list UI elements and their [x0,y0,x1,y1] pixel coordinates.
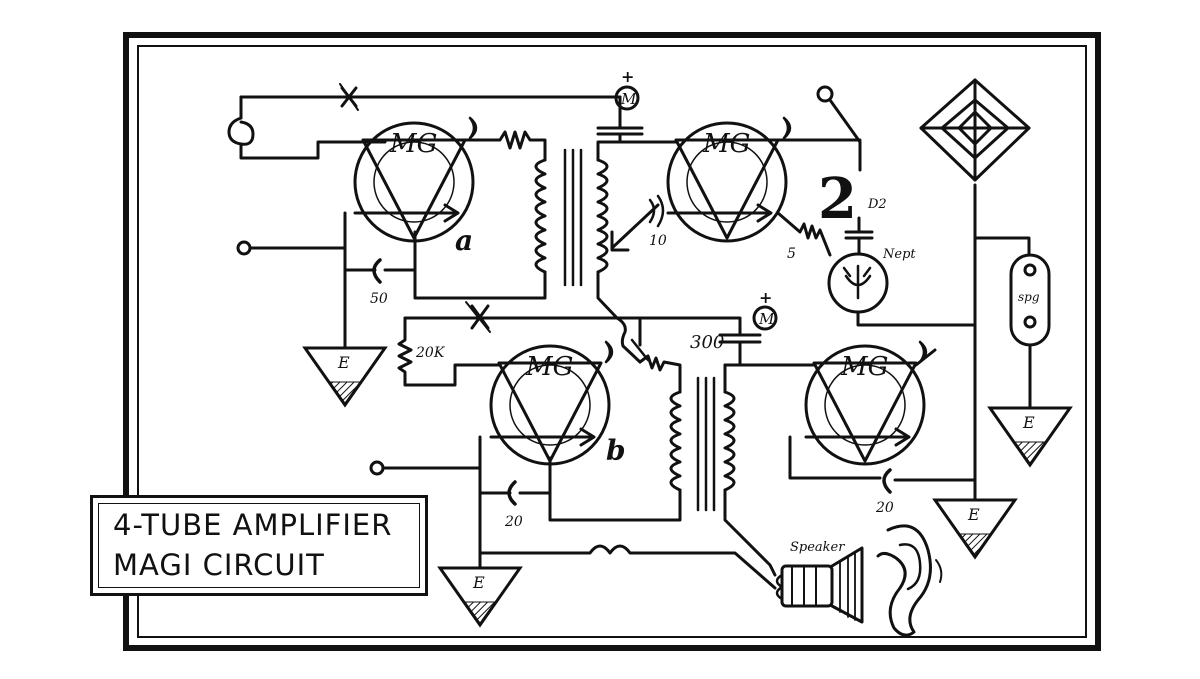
big-two-symbol: 2 [818,166,857,232]
speaker [775,546,864,624]
title-box: 4-TUBE AMPLIFIER MAGI CIRCUIT [90,495,428,596]
title-line-1: 4-TUBE AMPLIFIER [113,508,393,542]
tube-bottom-right [804,344,926,466]
ear-icon [876,524,943,637]
tube-a-label: MG [389,129,437,159]
tube-top-right-label: MG [702,129,750,159]
speaker-label: Speaker [790,540,845,555]
meter-top-plus: + [621,67,634,86]
diamond-antenna [919,78,1031,182]
ground-symbol-2 [437,566,523,628]
meter-mid-plus: + [759,288,772,307]
ground-label-1: E [337,353,350,372]
tube-top-right [666,121,788,243]
cap-300-label: 300 [690,332,724,353]
ground-label-2: E [472,573,485,592]
cap-20b-label: 20 [875,500,894,516]
ground-symbol-4 [987,406,1073,468]
nept-label: Nept [882,247,916,262]
cap-50-label: 50 [370,291,388,307]
transformer-1 [413,140,678,320]
meter-top-label: M [620,90,637,108]
inner-frame [137,45,1087,638]
outer-frame [123,32,1101,651]
tube-bottom-right-label: MG [840,352,888,382]
cap-20a-label: 20 [504,514,523,530]
ground-symbol-3 [932,498,1018,560]
tube-a-letter: a [455,224,473,257]
ground-label-3: E [967,505,980,524]
title-line-2: MAGI CIRCUIT [113,548,325,582]
meter-mid-label: M [758,310,775,328]
transformer-2 [548,363,816,577]
res-5-label: 5 [787,246,796,262]
ground-symbol-1 [302,346,388,408]
ground-label-4: E [1022,413,1035,432]
spg-label: spg [1018,290,1040,304]
cap-10-label: 10 [649,233,667,249]
res-20k-label: 20K [415,345,446,361]
d2-label: D2 [867,197,887,212]
tube-b-label: MG [525,352,573,382]
tube-b-letter: b [606,434,626,467]
